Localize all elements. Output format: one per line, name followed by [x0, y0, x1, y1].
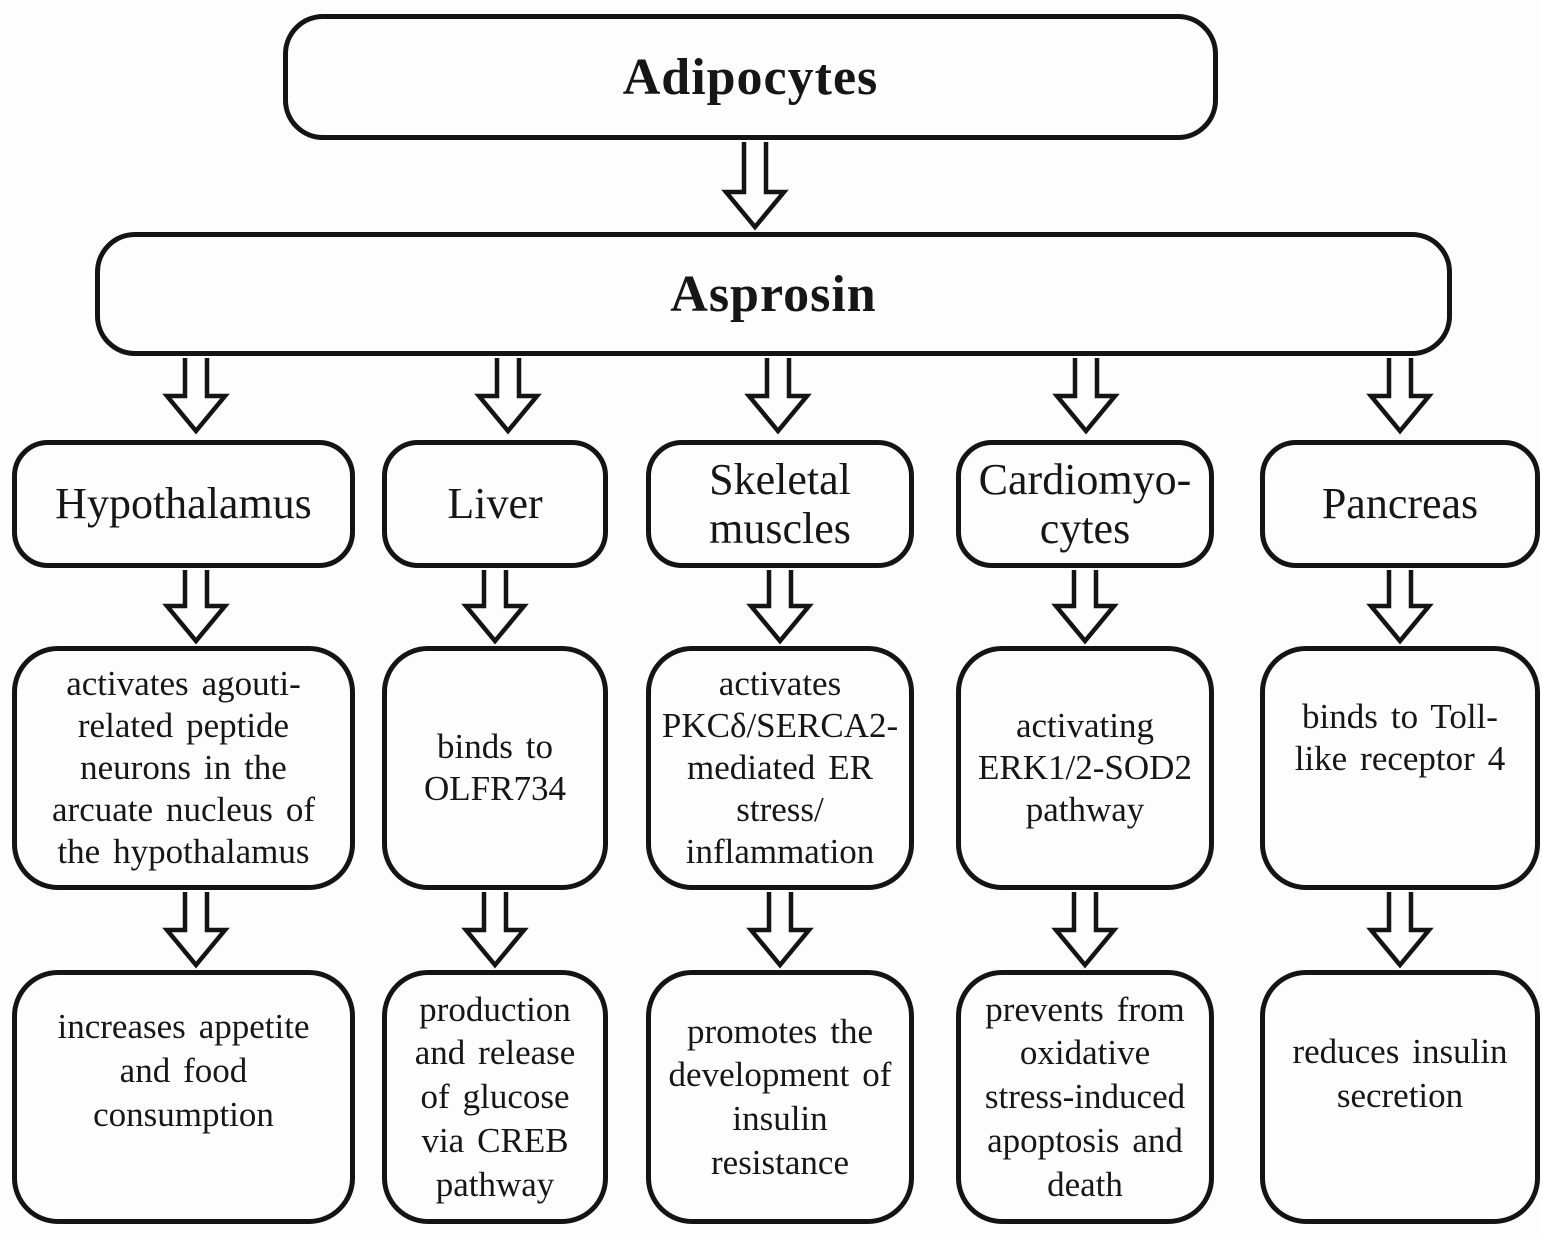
outcome-text: promotes the development of insulin resi… — [668, 1011, 892, 1182]
mechanism-text: activates agouti-related peptide neurons… — [52, 664, 315, 871]
down-arrow-icon — [746, 892, 814, 969]
outcome-text: prevents from oxidative stress-induced a… — [984, 989, 1186, 1204]
organ-label: Hypothalamus — [55, 479, 312, 529]
outcome-text: reduces insulin secretion — [1292, 1032, 1508, 1115]
down-arrow-icon — [1051, 570, 1119, 645]
down-arrow-icon — [1366, 570, 1434, 645]
organ-box-liver: Liver — [382, 440, 608, 568]
outcome-box-pancreas: reduces insulin secretion — [1260, 970, 1540, 1224]
down-arrow-icon — [461, 570, 529, 645]
mechanism-box-cardiomyocytes: activating ERK1/2-SOD2 pathway — [956, 646, 1214, 890]
asprosin-label: Asprosin — [670, 265, 877, 323]
down-arrow-icon — [162, 570, 230, 645]
outcome-text: production and release of glucose via CR… — [414, 989, 576, 1204]
organ-label: Pancreas — [1321, 479, 1479, 529]
down-arrow-icon — [746, 570, 814, 645]
mechanism-box-skeletal-muscles: activates PKCδ/SERCA2-mediated ER stress… — [646, 646, 914, 890]
mechanism-box-pancreas: binds to Toll-like receptor 4 — [1260, 646, 1540, 890]
down-arrow-icon — [744, 358, 812, 435]
mechanism-box-liver: binds to OLFR734 — [382, 646, 608, 890]
down-arrow-icon — [474, 358, 542, 435]
down-arrow-icon — [1366, 358, 1434, 435]
outcome-text: increases appetite and food consumption — [57, 1007, 310, 1134]
asprosin-box: Asprosin — [95, 232, 1452, 356]
organ-box-pancreas: Pancreas — [1260, 440, 1540, 568]
mechanism-text: binds to OLFR734 — [424, 727, 566, 808]
organ-label: Liver — [447, 479, 543, 529]
down-arrow-icon — [1051, 892, 1119, 969]
mechanism-text: activating ERK1/2-SOD2 pathway — [978, 706, 1192, 829]
down-arrow-icon — [162, 892, 230, 969]
organ-box-hypothalamus: Hypothalamus — [12, 440, 355, 568]
down-arrow-icon — [721, 142, 789, 231]
organ-box-cardiomyocytes: Cardiomyo-cytes — [956, 440, 1214, 568]
organ-label: Cardiomyo-cytes — [978, 454, 1192, 553]
adipocytes-box: Adipocytes — [283, 14, 1218, 140]
down-arrow-icon — [1366, 892, 1434, 969]
mechanism-text: binds to Toll-like receptor 4 — [1294, 697, 1506, 778]
mechanism-text: activates PKCδ/SERCA2-mediated ER stress… — [661, 664, 899, 871]
outcome-box-cardiomyocytes: prevents from oxidative stress-induced a… — [956, 970, 1214, 1224]
down-arrow-icon — [162, 358, 230, 435]
down-arrow-icon — [461, 892, 529, 969]
mechanism-box-hypothalamus: activates agouti-related peptide neurons… — [12, 646, 355, 890]
organ-label: Skeletal muscles — [709, 454, 851, 553]
outcome-box-liver: production and release of glucose via CR… — [382, 970, 608, 1224]
outcome-box-skeletal-muscles: promotes the development of insulin resi… — [646, 970, 914, 1224]
adipocytes-label: Adipocytes — [622, 48, 879, 106]
down-arrow-icon — [1052, 358, 1120, 435]
organ-box-skeletal-muscles: Skeletal muscles — [646, 440, 914, 568]
outcome-box-hypothalamus: increases appetite and food consumption — [12, 970, 355, 1224]
